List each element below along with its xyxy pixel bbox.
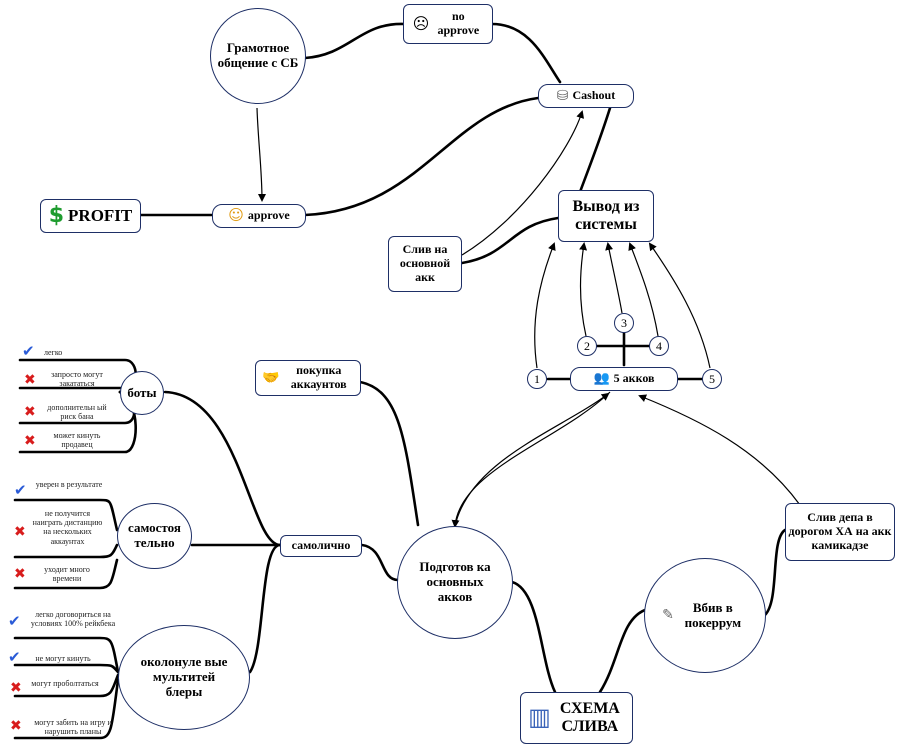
node-okolo-label: околонуле вые мультитей блеры — [140, 654, 228, 699]
account-number-4[interactable]: 4 — [649, 336, 669, 356]
node-pokupka[interactable]: 🤝 покупка аккаунтов — [255, 360, 361, 396]
link-sliv-vyvod — [460, 216, 560, 265]
coins-icon: ⛁ — [556, 87, 569, 104]
arrow-2-vyvod — [579, 242, 588, 337]
node-boty[interactable]: боты — [120, 371, 164, 415]
node-5-akkov[interactable]: 👥 5 акков — [570, 367, 678, 391]
leaf-okolo-1: легко договориться на условиях 100% рейк… — [30, 610, 116, 629]
leaf-boty-4: может кинуть продавец — [53, 431, 101, 450]
node-gramotnoe-label: Грамотное общение с СБ — [217, 40, 299, 70]
node-pokupka-label: покупка аккаунтов — [290, 363, 347, 391]
handshake-money-icon: 🤝 — [262, 369, 280, 386]
leaf-samost-3: уходит много времени — [44, 565, 90, 584]
node-shema[interactable]: ▥ СХЕМА СЛИВА — [520, 692, 633, 744]
link-samolichno-boty — [163, 390, 282, 547]
cross-icon: ✖ — [24, 404, 36, 420]
link-shema-vbiv — [598, 608, 647, 694]
cross-icon: ✖ — [14, 524, 26, 540]
node-gramotnoe[interactable]: Грамотное общение с СБ — [210, 8, 306, 104]
node-profit[interactable]: $ PROFIT — [40, 199, 141, 233]
dollar-sign-icon: $ — [48, 203, 65, 229]
node-approve-label: approve — [247, 208, 290, 223]
smile-face-icon: ☺ — [228, 206, 244, 225]
link-samolichno-okolo — [248, 543, 282, 674]
arrow-1-vyvod — [534, 242, 556, 369]
node-vbiv-label: Вбив в покеррум — [684, 599, 742, 630]
node-vbiv[interactable]: ✎ Вбив в покеррум — [644, 558, 766, 673]
cross-icon: ✖ — [10, 718, 22, 734]
link-gramotnoe-noapprove — [303, 22, 407, 60]
cross-icon: ✖ — [14, 566, 26, 582]
leaf-boty-1: легко — [44, 348, 63, 357]
link-vbiv-sliv — [763, 528, 787, 617]
link-pokupka-podgotovka — [358, 380, 420, 527]
check-icon: ✔ — [8, 648, 21, 666]
arrow-podgotovka-5akkov — [454, 392, 610, 527]
account-number-2[interactable]: 2 — [577, 336, 597, 356]
people-icon: 👥 — [593, 370, 610, 386]
node-podgotovka-label: Подготов ка основных акков — [419, 559, 491, 604]
node-okolo[interactable]: околонуле вые мультитей блеры — [118, 625, 250, 730]
node-sliv-osn-label: Слив на основной акк — [399, 242, 451, 284]
node-sliv-depa-label: Слив депа в дорогом ХА на акк камикадзе — [788, 510, 892, 552]
arrow-5-vyvod — [648, 242, 711, 369]
leaf-okolo-2: не могут кинуть — [35, 654, 91, 663]
account-number-1[interactable]: 1 — [527, 369, 547, 389]
node-vyvod-label: Вывод из системы — [572, 197, 640, 233]
pen-icon: ✎ — [662, 607, 674, 624]
arrow-sliv-5akkov — [638, 394, 801, 506]
node-cashout-label: Cashout — [572, 88, 616, 103]
leaf-okolo-3: могут проболтаться — [31, 679, 99, 688]
link-podgotovka-shema — [510, 580, 557, 694]
link-noapprove-cashout — [490, 22, 562, 84]
node-5-akkov-label: 5 акков — [613, 371, 655, 386]
arrow-5akkov-podgotovka — [451, 391, 611, 528]
arrow-sliv-cashout — [461, 110, 585, 256]
leaf-okolo-4: могут забить на игру и нарушить планы — [34, 718, 112, 737]
node-sliv-depa[interactable]: Слив депа в дорогом ХА на акк камикадзе — [785, 503, 895, 561]
leaf-boty-3: дополнительн ый риск бана — [47, 403, 107, 422]
node-approve[interactable]: ☺ approve — [212, 204, 306, 228]
node-shema-label: СХЕМА СЛИВА — [559, 699, 620, 735]
node-vyvod[interactable]: Вывод из системы — [558, 190, 654, 242]
node-boty-label: боты — [127, 384, 157, 400]
node-cashout[interactable]: ⛁ Cashout — [538, 84, 634, 108]
node-samolichno-label: самолично — [291, 538, 351, 553]
node-no-approve[interactable]: ☹ no approve — [403, 4, 493, 44]
leaf-samost-1: уверен в результате — [35, 480, 103, 489]
cross-icon: ✖ — [10, 680, 22, 696]
account-number-3[interactable]: 3 — [614, 313, 634, 333]
leaf-samost-2: не получится наиграть дистанцию на неско… — [32, 509, 103, 546]
account-number-5[interactable]: 5 — [702, 369, 722, 389]
node-samost[interactable]: самостоя тельно — [117, 503, 192, 569]
cross-icon: ✖ — [24, 372, 36, 388]
link-cashout-vyvod — [578, 106, 612, 194]
sad-face-icon: ☹ — [412, 13, 430, 33]
node-no-approve-label: no approve — [437, 9, 480, 37]
node-profit-label: PROFIT — [68, 206, 133, 226]
check-icon: ✔ — [22, 342, 35, 360]
node-podgotovka[interactable]: Подготов ка основных акков — [397, 526, 513, 639]
arrow-3-vyvod — [605, 242, 623, 314]
arrow-gramotnoe-approve — [256, 107, 266, 202]
building-icon: ▥ — [528, 703, 551, 732]
node-sliv-osn[interactable]: Слив на основной акк — [388, 236, 462, 292]
link-approve-cashout — [303, 96, 540, 217]
node-samost-label: самостоя тельно — [128, 520, 181, 550]
leaf-boty-2: запросто могут закататься — [51, 370, 103, 389]
check-icon: ✔ — [8, 612, 21, 630]
check-icon: ✔ — [14, 481, 27, 499]
node-samolichno[interactable]: самолично — [280, 535, 362, 557]
cross-icon: ✖ — [24, 433, 36, 449]
link-samolichno-podgotovka — [360, 543, 400, 582]
arrow-4-vyvod — [628, 242, 659, 337]
